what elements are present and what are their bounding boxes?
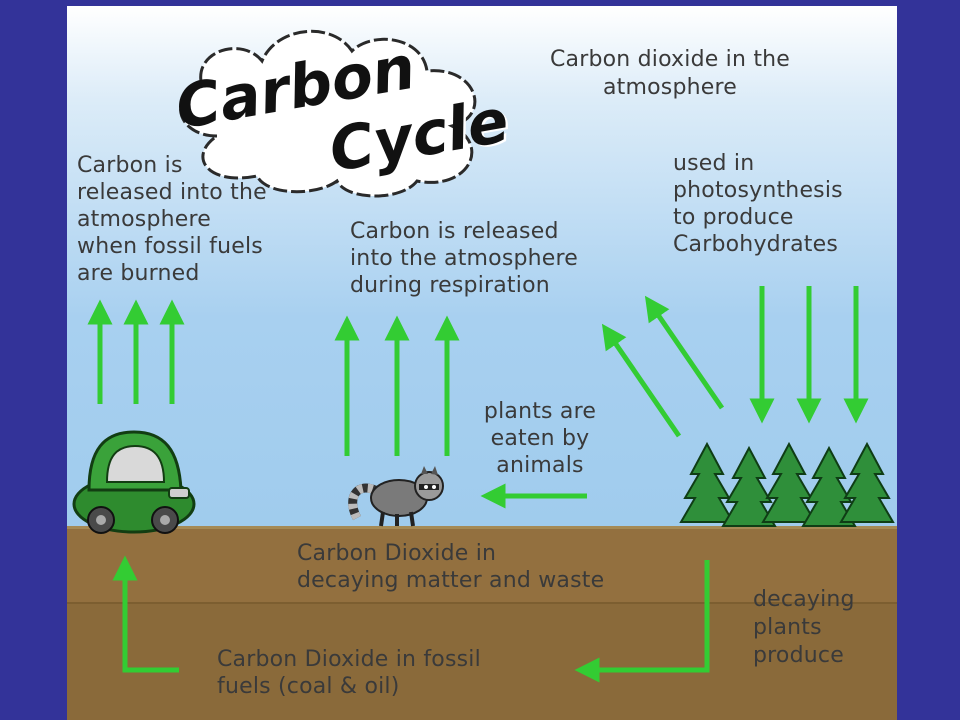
photosynthesis-label-line: photosynthesis	[673, 178, 843, 203]
decaying-matter-label-line: decaying matter and waste	[297, 568, 605, 593]
respiration-label-line: during respiration	[350, 273, 550, 298]
ground-surface-line	[67, 526, 897, 529]
soil-top-layer	[67, 526, 897, 604]
atmosphere-label-line: Carbon dioxide in the	[549, 47, 791, 72]
fossil-fuel-burning-label-line: released into the	[77, 180, 267, 205]
atmosphere-label-line: atmosphere	[603, 75, 737, 100]
plants-eaten-label-line: eaten by	[490, 426, 590, 451]
decaying-plants-label-line: produce	[753, 643, 844, 668]
cycle-arrows	[87, 286, 869, 683]
soil-bottom-layer	[67, 604, 897, 720]
tree-icon	[721, 445, 777, 527]
tree-icon	[839, 441, 895, 523]
tree-icon	[801, 445, 857, 527]
decaying-matter-label-line: Carbon Dioxide in	[297, 541, 497, 566]
arrow-plant-release	[644, 295, 725, 410]
carbon-cycle-diagram: Carbon Cycle Carbon dioxide in the atmos…	[67, 6, 897, 720]
fossil-fuel-burning-label-line: when fossil fuels	[77, 234, 263, 259]
respiration-label-line: into the atmosphere	[350, 246, 579, 271]
fossil-fuel-burning-label-line: atmosphere	[77, 207, 211, 232]
car-icon	[72, 430, 196, 534]
plants-eaten-label-line: animals	[496, 453, 584, 478]
decaying-plants-label-line: plants	[753, 615, 822, 640]
raccoon-icon	[348, 466, 444, 527]
fossil-fuel-burning-label-line: are burned	[77, 261, 200, 286]
arrow-decay-to-fossil	[574, 560, 710, 683]
decaying-plants-label-line: decaying	[753, 587, 855, 612]
photosynthesis-label-line: Carbohydrates	[673, 232, 838, 257]
tree-icon	[679, 441, 735, 523]
arrow-plant-release	[601, 323, 682, 438]
tree-icon	[761, 441, 817, 523]
tree-group	[679, 441, 895, 527]
photosynthesis-label-line: used in	[673, 151, 755, 176]
photosynthesis-label-line: to produce	[673, 205, 794, 230]
plants-eaten-label-line: plants are	[483, 399, 597, 424]
arrow-fossil-to-car	[112, 555, 179, 673]
respiration-label-line: Carbon is released	[350, 219, 559, 244]
fossil-fuels-label-line: fuels (coal & oil)	[217, 674, 400, 699]
fossil-fuel-burning-label-line: Carbon is	[77, 153, 183, 178]
soil-layer-divider	[67, 602, 897, 604]
cloud-icon	[179, 29, 477, 198]
fossil-fuels-label-line: Carbon Dioxide in fossil	[217, 647, 481, 672]
